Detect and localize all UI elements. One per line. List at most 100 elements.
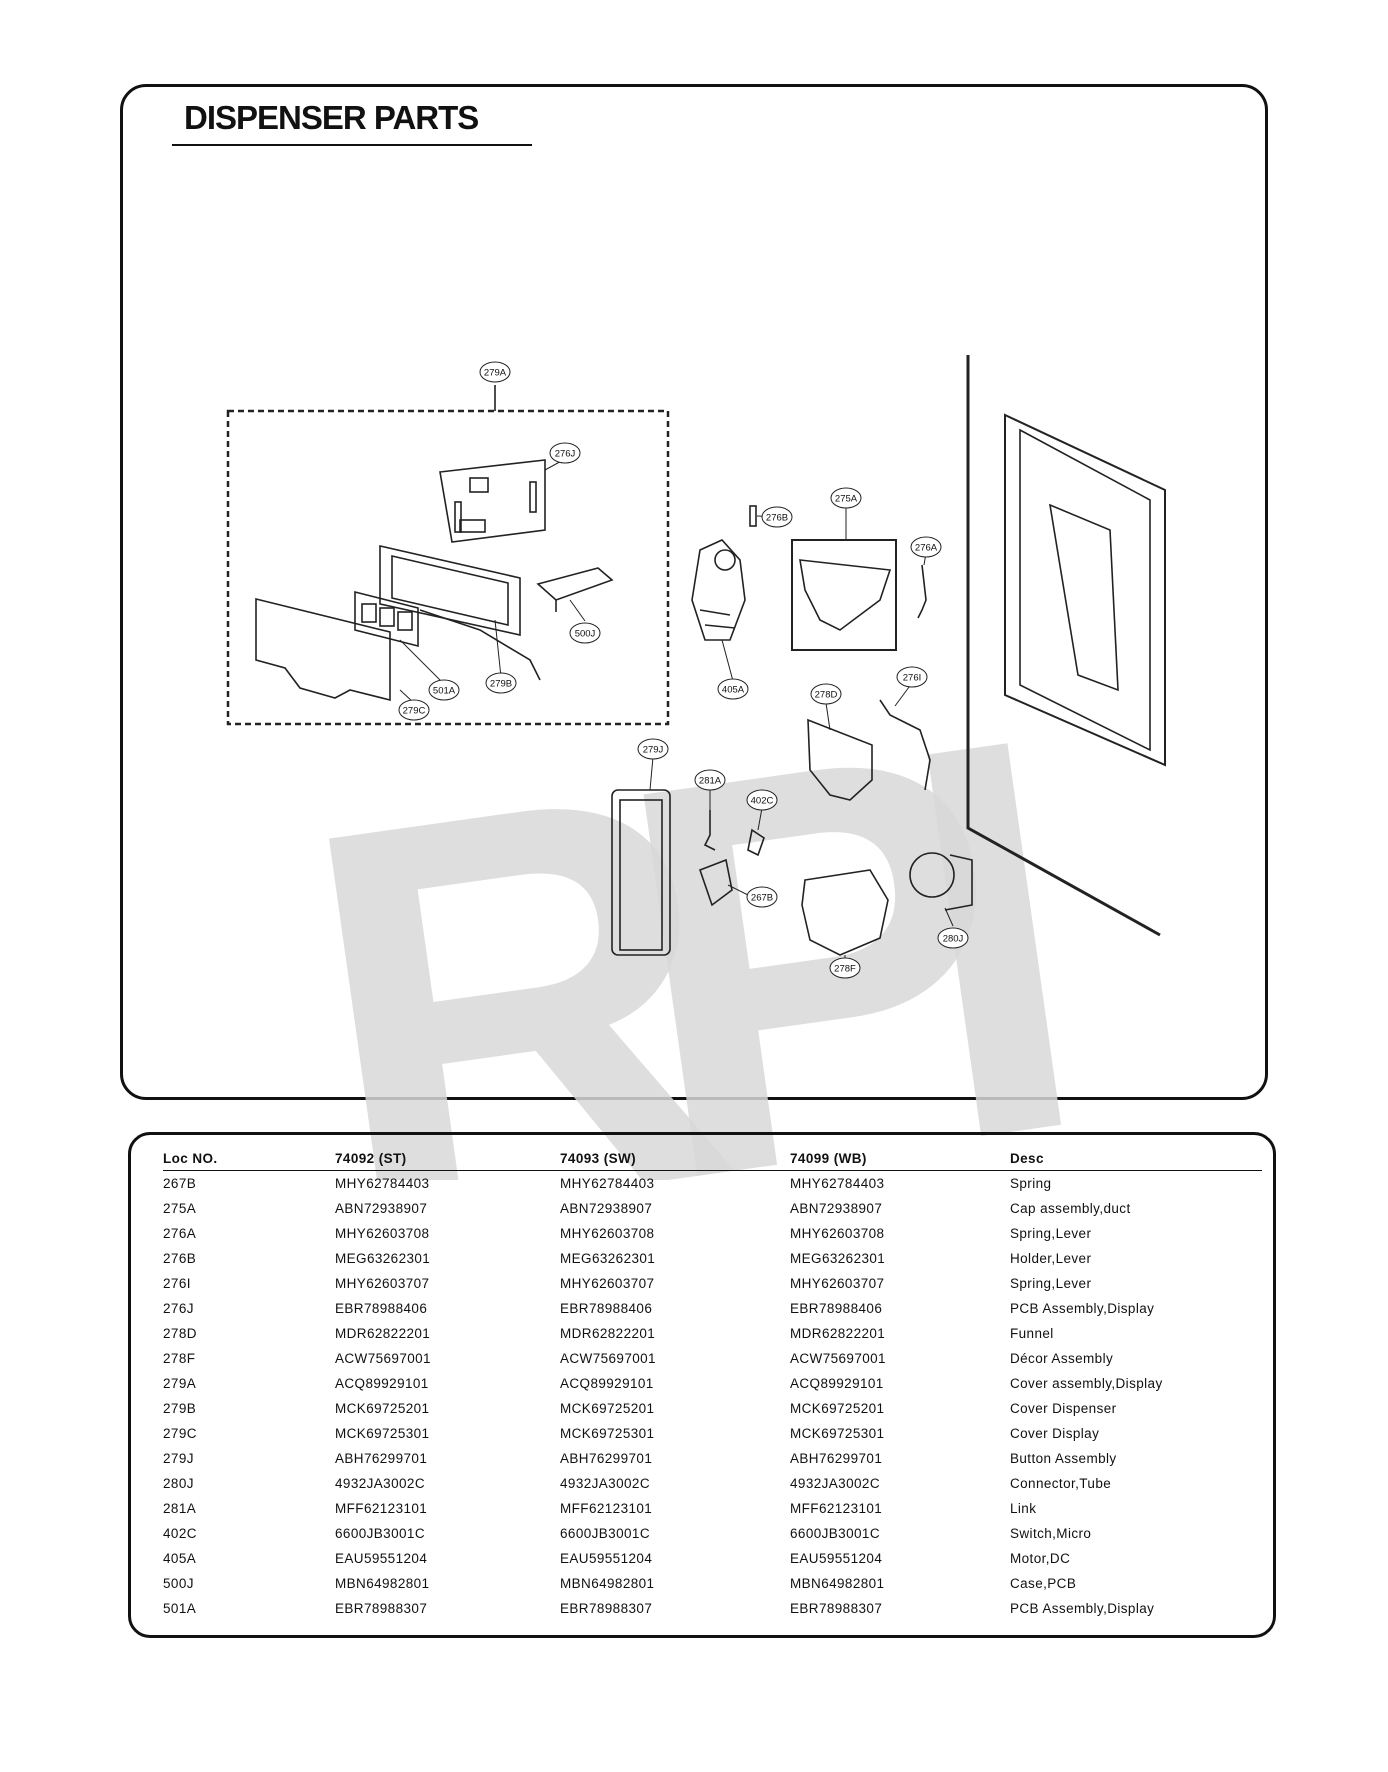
cell-st-part: MFF62123101 [335, 1501, 428, 1516]
callout-label: 280J [943, 934, 964, 945]
callout-500j: 500J [569, 622, 601, 644]
cell-loc: 279C [163, 1426, 197, 1441]
callout-label: 279J [643, 745, 664, 756]
cell-loc: 279J [163, 1451, 194, 1466]
cell-sw-part: ACQ89929101 [560, 1376, 654, 1391]
cell-desc: Connector,Tube [1010, 1476, 1112, 1491]
callout-label: 279A [484, 368, 507, 379]
cell-loc: 276A [163, 1226, 197, 1241]
cell-st-part: MBN64982801 [335, 1576, 430, 1591]
cell-st-part: MCK69725201 [335, 1401, 430, 1416]
callout-label: 278D [815, 690, 838, 701]
cell-wb-part: ACW75697001 [790, 1351, 886, 1366]
cell-loc: 276I [163, 1276, 191, 1291]
cell-desc: Spring,Lever [1010, 1226, 1092, 1241]
parts-table: Loc NO. 74092 (ST) 74093 (SW) 74099 (WB)… [163, 1146, 1262, 1621]
callout-501a: 501A [428, 679, 460, 701]
cell-desc: Link [1010, 1501, 1037, 1516]
cell-wb-part: ACQ89929101 [790, 1376, 884, 1391]
cell-desc: Cap assembly,duct [1010, 1201, 1131, 1216]
cell-sw-part: MHY62603708 [560, 1226, 655, 1241]
cell-wb-part: MHY62784403 [790, 1176, 885, 1191]
cell-wb-part: MFF62123101 [790, 1501, 883, 1516]
callout-label: 500J [575, 629, 596, 640]
cell-loc: 279B [163, 1401, 197, 1416]
motor-part [691, 539, 746, 641]
cell-sw-part: ABH76299701 [560, 1451, 653, 1466]
cell-wb-part: MDR62822201 [790, 1326, 886, 1341]
cell-loc: 405A [163, 1551, 197, 1566]
cell-st-part: EBR78988406 [335, 1301, 428, 1316]
cell-sw-part: MDR62822201 [560, 1326, 656, 1341]
cell-st-part: 6600JB3001C [335, 1526, 425, 1541]
callout-label: 278F [834, 964, 856, 975]
cell-wb-part: MCK69725201 [790, 1401, 885, 1416]
cell-desc: Button Assembly [1010, 1451, 1117, 1466]
cell-desc: Switch,Micro [1010, 1526, 1092, 1541]
pcb-display-part [439, 459, 546, 543]
cell-sw-part: 6600JB3001C [560, 1526, 650, 1541]
callout-276i: 276I [896, 666, 928, 688]
callout-label: 276B [766, 513, 788, 524]
cell-loc: 276J [163, 1301, 194, 1316]
cell-st-part: MCK69725301 [335, 1426, 430, 1441]
callout-405a: 405A [717, 678, 749, 700]
table-row: 276J EBR78988406 EBR78988406 EBR78988406 PCB… [163, 1296, 1262, 1321]
cell-sw-part: MCK69725201 [560, 1401, 655, 1416]
cell-wb-part: ABH76299701 [790, 1451, 883, 1466]
cell-loc: 501A [163, 1601, 197, 1616]
cell-sw-part: EBR78988307 [560, 1601, 653, 1616]
cell-st-part: ABN72938907 [335, 1201, 428, 1216]
callout-label: 402C [751, 796, 774, 807]
cell-st-part: 4932JA3002C [335, 1476, 425, 1491]
funnel-part [807, 718, 873, 801]
cell-desc: Motor,DC [1010, 1551, 1071, 1566]
cell-sw-part: MEG63262301 [560, 1251, 656, 1266]
cell-wb-part: ABN72938907 [790, 1201, 883, 1216]
cell-wb-part: MBN64982801 [790, 1576, 885, 1591]
callout-label: 501A [433, 686, 456, 697]
column-header-wb: 74099 (WB) [790, 1146, 1010, 1171]
cell-desc: PCB Assembly,Display [1010, 1301, 1155, 1316]
cell-loc: 275A [163, 1201, 197, 1216]
callout-label: 276I [903, 673, 922, 684]
cell-sw-part: MCK69725301 [560, 1426, 655, 1441]
page-title: DISPENSER PARTS [184, 99, 479, 136]
cell-wb-part: 6600JB3001C [790, 1526, 880, 1541]
parts-table-panel [128, 1132, 1276, 1638]
decor-assembly-part [801, 869, 889, 956]
cell-wb-part: 4932JA3002C [790, 1476, 880, 1491]
cell-sw-part: EBR78988406 [560, 1301, 653, 1316]
cover-dispenser-part [379, 544, 541, 681]
column-header-loc: Loc NO. [163, 1146, 335, 1171]
column-header-st: 74092 (ST) [335, 1146, 560, 1171]
cell-desc: Funnel [1010, 1326, 1054, 1341]
cell-sw-part: MHY62603707 [560, 1276, 655, 1291]
callout-label: 275A [835, 494, 858, 505]
button-assembly-part [611, 789, 671, 956]
cell-sw-part: 4932JA3002C [560, 1476, 650, 1491]
callout-label: 281A [699, 776, 722, 787]
callout-281a: 281A [694, 769, 726, 791]
cell-st-part: MDR62822201 [335, 1326, 431, 1341]
cell-sw-part: EAU59551204 [560, 1551, 653, 1566]
callout-276j: 276J [549, 442, 581, 464]
cell-sw-part: MFF62123101 [560, 1501, 653, 1516]
cell-loc: 278F [163, 1351, 196, 1366]
cell-loc: 267B [163, 1176, 197, 1191]
cell-wb-part: EBR78988406 [790, 1301, 883, 1316]
callout-276a: 276A [910, 536, 942, 558]
cell-wb-part: EAU59551204 [790, 1551, 883, 1566]
cell-loc: 500J [163, 1576, 194, 1591]
cell-loc: 279A [163, 1376, 197, 1391]
callout-279b: 279B [485, 672, 517, 694]
cell-desc: Spring [1010, 1176, 1052, 1191]
cell-desc: Spring,Lever [1010, 1276, 1092, 1291]
